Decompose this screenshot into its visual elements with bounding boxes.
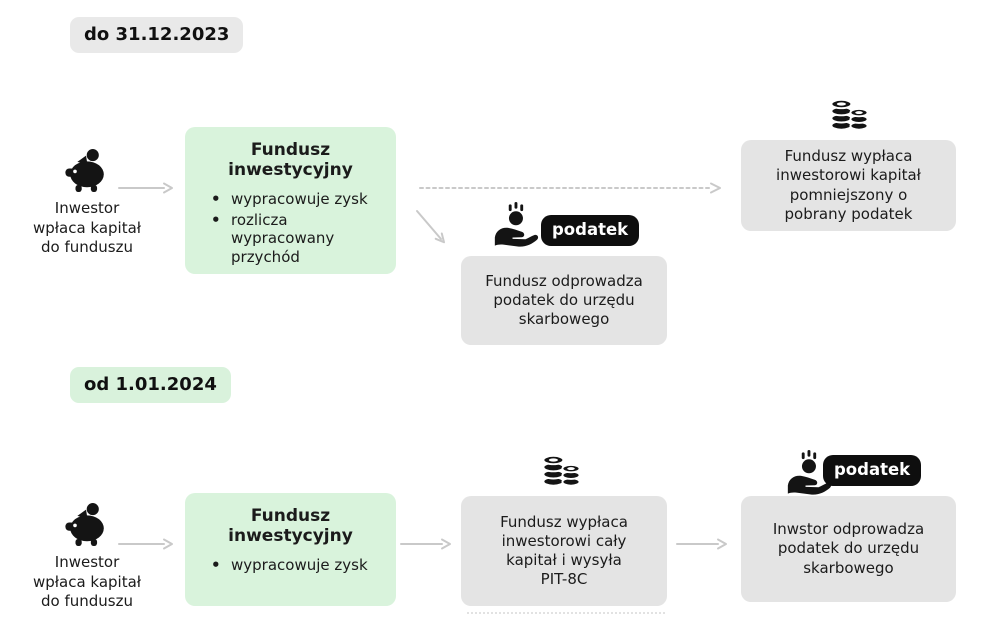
- fund-payout-box-after: Fundusz wypłaca inwestorowi cały kapitał…: [461, 496, 667, 606]
- investor-pays-tax-text: Inwstor odprowadza podatek do urzędu ska…: [772, 520, 925, 577]
- tax-badge: podatek: [823, 455, 922, 486]
- coin-stack-icon: [542, 454, 581, 487]
- fund-bullet: wypracowuje zysk: [211, 556, 396, 575]
- investor-caption: Inwestor wpłaca kapitał do funduszu: [32, 553, 142, 610]
- arrow-right-icon: [400, 538, 451, 550]
- arrow-right-icon: [419, 182, 721, 194]
- fund-title: Fundusz inwestycyjny: [228, 140, 353, 181]
- fund-payout-box: Fundusz wypłaca inwestorowi kapitał pomn…: [741, 140, 956, 231]
- piggy-bank-icon: [65, 503, 104, 547]
- fund-pays-tax-text: Fundusz odprowadza podatek do urzędu ska…: [485, 271, 643, 329]
- fund-pays-tax-box: Fundusz odprowadza podatek do urzędu ska…: [461, 256, 667, 345]
- investor-block-before: Inwestor wpłaca kapitał do funduszu: [14, 145, 160, 258]
- fund-payout-text: Fundusz wypłaca inwestorowi cały kapitał…: [500, 512, 628, 589]
- tax-badge: podatek: [541, 215, 640, 246]
- fund-bullet-list: wypracowuje zysk rozlicza wypracowany pr…: [185, 190, 396, 267]
- fund-bullet: rozlicza wypracowany przychód: [211, 211, 396, 267]
- piggy-bank-icon: [65, 149, 104, 193]
- fund-box-after: Fundusz inwestycyjny wypracowuje zysk: [185, 493, 396, 606]
- investor-caption: Inwestor wpłaca kapitał do funduszu: [32, 199, 142, 256]
- coin-stack-icon: [830, 98, 869, 131]
- fund-payout-text: Fundusz wypłaca inwestorowi kapitał pomn…: [776, 147, 921, 223]
- arrow-right-icon: [118, 538, 173, 550]
- fund-title: Fundusz inwestycyjny: [228, 506, 353, 547]
- fund-box-before: Fundusz inwestycyjny wypracowuje zysk ro…: [185, 127, 396, 274]
- dotted-divider: [467, 612, 665, 614]
- section-label-before: do 31.12.2023: [70, 17, 244, 53]
- arrow-right-icon: [118, 182, 173, 194]
- hand-coin-icon: [494, 201, 539, 247]
- fund-bullet: wypracowuje zysk: [211, 190, 396, 209]
- arrow-right-icon: [676, 538, 727, 550]
- arrow-down-right-icon: [416, 210, 445, 244]
- fund-bullet-list: wypracowuje zysk: [185, 556, 396, 575]
- investor-block-after: Inwestor wpłaca kapitał do funduszu: [14, 499, 160, 612]
- section-label-after: od 1.01.2024: [70, 367, 231, 403]
- hand-coin-icon: [787, 449, 832, 495]
- investor-pays-tax-box: Inwstor odprowadza podatek do urzędu ska…: [741, 496, 956, 602]
